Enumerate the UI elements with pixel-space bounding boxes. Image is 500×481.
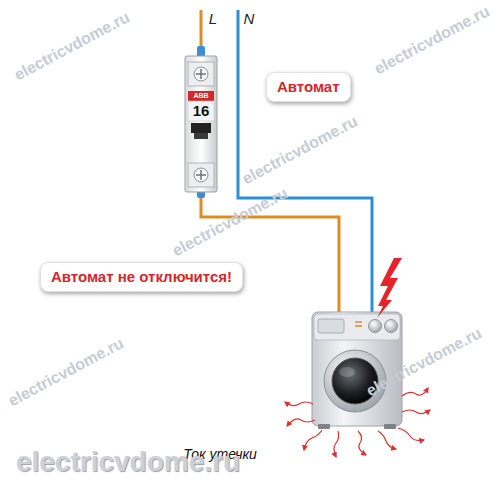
fault-spark (377, 258, 402, 318)
watermark: electricvdome.ru (239, 112, 360, 188)
leakage-arrows (285, 388, 430, 457)
phase-label: L (209, 11, 217, 28)
neutral-label: N (244, 11, 255, 28)
site-watermark: electricvdome.ru (16, 447, 240, 478)
warning-callout: Автомат не отключится! (40, 262, 243, 292)
callout-box: Автомат (266, 72, 351, 102)
watermark: electricvdome.ru (5, 334, 126, 410)
watermark: electricvdome.ru (169, 184, 290, 260)
callout-text: Автомат не отключится! (51, 267, 232, 287)
circuit-breaker (185, 46, 217, 198)
rating-number: 16 (193, 103, 210, 120)
neutral-wire (238, 10, 372, 318)
brand-mark: ABB (193, 92, 208, 100)
watermark: electricvdome.ru (11, 8, 132, 84)
callout-text: Автомат (277, 77, 340, 97)
watermark: electricvdome.ru (371, 2, 492, 78)
